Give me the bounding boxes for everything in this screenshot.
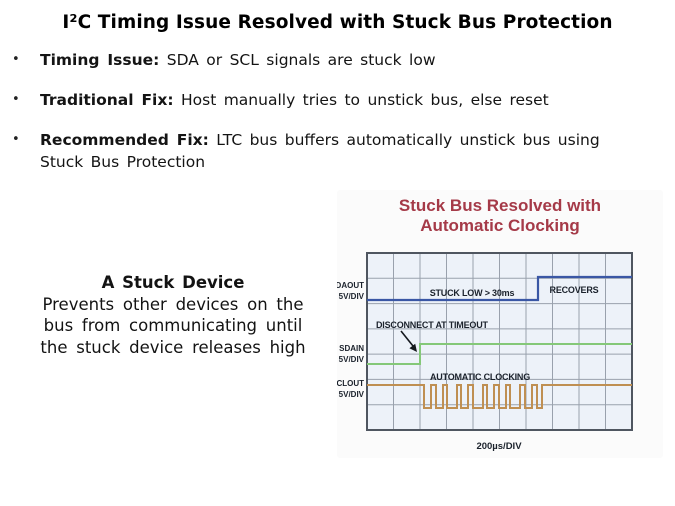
bullet-icon: • bbox=[12, 132, 20, 147]
stuck-device-callout: A Stuck Device Prevents other devices on… bbox=[8, 272, 338, 358]
trace-sdaout bbox=[367, 275, 632, 302]
bullet-label: Traditional Fix: bbox=[40, 91, 174, 109]
chart-title-line-2: Automatic Clocking bbox=[420, 216, 580, 235]
callout-body: Prevents other devices on the bus from c… bbox=[40, 294, 306, 357]
grid-lines bbox=[367, 253, 632, 430]
callout-heading: A Stuck Device bbox=[101, 273, 245, 292]
bullet-text-block: Recommended Fix: LTC bus buffers automat… bbox=[40, 129, 600, 173]
svg-text:SCLOUT: SCLOUT bbox=[337, 379, 364, 388]
chart-title: Stuck Bus Resolved with Automatic Clocki… bbox=[337, 196, 663, 236]
bullet-label: Timing Issue: bbox=[40, 51, 160, 69]
arrow-icon bbox=[400, 330, 417, 352]
bullet-icon: • bbox=[12, 52, 20, 67]
svg-text:SDAOUT: SDAOUT bbox=[337, 281, 364, 290]
annotation-automatic-clocking: AUTOMATIC CLOCKING bbox=[430, 372, 530, 382]
svg-text:SDAIN: SDAIN bbox=[339, 344, 364, 353]
bullet-recommended-fix: • Recommended Fix: LTC bus buffers autom… bbox=[12, 129, 667, 173]
channel-label-sdaout: SDAOUT 5V/DIV bbox=[337, 281, 365, 301]
svg-text:5V/DIV: 5V/DIV bbox=[339, 355, 365, 364]
plot-border bbox=[366, 252, 633, 431]
channel-label-sclout: SCLOUT 5V/DIV bbox=[337, 379, 365, 399]
svg-text:5V/DIV: 5V/DIV bbox=[339, 390, 365, 399]
channel-label-sdain: SDAIN 5V/DIV bbox=[339, 344, 365, 364]
bullet-text-block: Timing Issue: SDA or SCL signals are stu… bbox=[40, 49, 436, 71]
trace-sdain bbox=[367, 343, 632, 365]
scope-chart-panel: Stuck Bus Resolved with Automatic Clocki… bbox=[337, 190, 663, 458]
bullet-label: Recommended Fix: bbox=[40, 131, 209, 149]
chart-title-line-1: Stuck Bus Resolved with bbox=[398, 196, 602, 215]
bullet-text: Host manually tries to unstick bus, else… bbox=[173, 91, 549, 109]
annotation-stuck-low: STUCK LOW > 30ms bbox=[430, 288, 515, 298]
page-title: I²C Timing Issue Resolved with Stuck Bus… bbox=[62, 12, 613, 33]
x-axis-label: 200µs/DIV bbox=[476, 441, 522, 452]
bullet-traditional-fix: • Traditional Fix: Host manually tries t… bbox=[12, 89, 667, 111]
svg-text:5V/DIV: 5V/DIV bbox=[339, 292, 365, 301]
bullet-text: LTC bus buffers automatically unstick bu… bbox=[40, 131, 600, 171]
bullet-timing-issue: • Timing Issue: SDA or SCL signals are s… bbox=[12, 49, 667, 71]
scope-plot: STUCK LOW > 30ms RECOVERS DISCONNECT AT … bbox=[337, 252, 633, 452]
bullet-text-block: Traditional Fix: Host manually tries to … bbox=[40, 89, 549, 111]
bullet-text: SDA or SCL signals are stuck low bbox=[159, 51, 436, 69]
trace-sclout bbox=[367, 384, 632, 409]
bullet-icon: • bbox=[12, 92, 20, 107]
annotation-recovers: RECOVERS bbox=[550, 285, 599, 295]
annotation-disconnect-at-timeout: DISCONNECT AT TIMEOUT bbox=[376, 320, 488, 330]
